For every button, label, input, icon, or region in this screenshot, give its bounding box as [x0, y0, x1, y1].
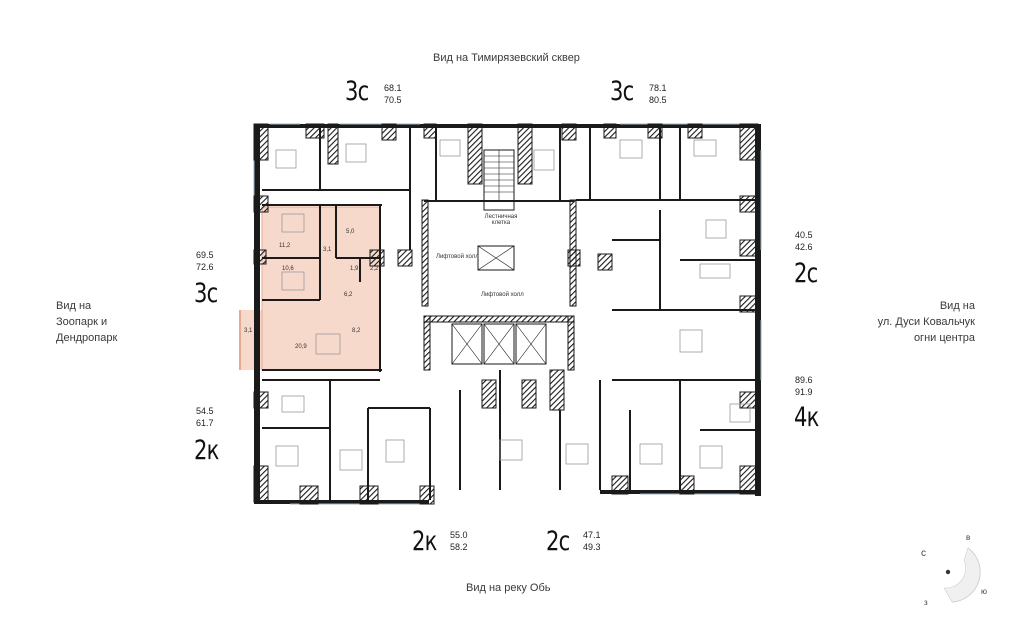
room-area: 2,2 — [370, 266, 379, 272]
view-bottom-label: Вид на реку Обь — [466, 582, 551, 594]
room-area: 6,2 — [344, 292, 353, 298]
apartment-area-top-left: 68.1 70.5 — [384, 83, 402, 105]
apartment-area-top-right: 78.1 80.5 — [649, 83, 667, 105]
compass-west-label: с — [921, 548, 926, 559]
lift-hall-label-2: Лифтовой холл — [481, 292, 524, 298]
compass-south-label: з — [924, 598, 928, 607]
apartment-area-left-upper: 69.5 72.6 — [196, 250, 214, 272]
interior-walls — [262, 128, 756, 500]
room-area: 20,9 — [295, 344, 307, 350]
apartment-area-right-lower: 89.6 91.9 — [795, 375, 813, 397]
apartment-area-bottom-left: 55.0 58.2 — [450, 530, 468, 552]
apartment-type-right-upper[interactable]: 2с — [794, 258, 818, 289]
apartment-type-left-lower[interactable]: 2к — [194, 435, 219, 466]
building-core — [421, 149, 577, 371]
compass-north-label: в — [966, 533, 971, 542]
apartment-type-right-lower[interactable]: 4к — [794, 402, 819, 433]
room-area: 10,6 — [282, 266, 294, 272]
view-top-label: Вид на Тимирязевский сквер — [433, 52, 580, 64]
room-area: 1,9 — [350, 266, 359, 272]
apartment-area-bottom-right: 47.1 49.3 — [583, 530, 601, 552]
furniture — [275, 139, 751, 471]
apartment-area-right-upper: 40.5 42.6 — [795, 230, 813, 252]
room-area: 8,2 — [352, 328, 361, 334]
apartment-type-top-left[interactable]: 3с — [345, 76, 369, 107]
room-area: 5,0 — [346, 229, 355, 235]
apartment-area-left-lower: 54.5 61.7 — [196, 406, 214, 428]
compass-rose — [943, 547, 981, 603]
apartment-type-bottom-right[interactable]: 2с — [546, 526, 570, 557]
compass-east-label: ю — [981, 587, 987, 596]
stairs-label: Лестничная клетка — [484, 214, 518, 226]
room-area: 3,1 — [323, 247, 332, 253]
view-left-label: Вид на Зоопарк и Дендропарк — [56, 300, 118, 344]
apartment-type-left-upper[interactable]: 3с — [194, 278, 218, 309]
room-area: 3,1 — [244, 328, 253, 334]
apartment-type-top-right[interactable]: 3с — [610, 76, 634, 107]
lift-hall-label-1: Лифтовой холл — [436, 254, 479, 260]
highlighted-apartment[interactable] — [240, 206, 381, 371]
apartment-type-bottom-left[interactable]: 2к — [412, 526, 437, 557]
structural-columns — [253, 123, 759, 505]
room-area: 11,2 — [279, 243, 291, 249]
view-right-label: Вид на ул. Дуси Ковальчук огни центра — [877, 300, 975, 344]
